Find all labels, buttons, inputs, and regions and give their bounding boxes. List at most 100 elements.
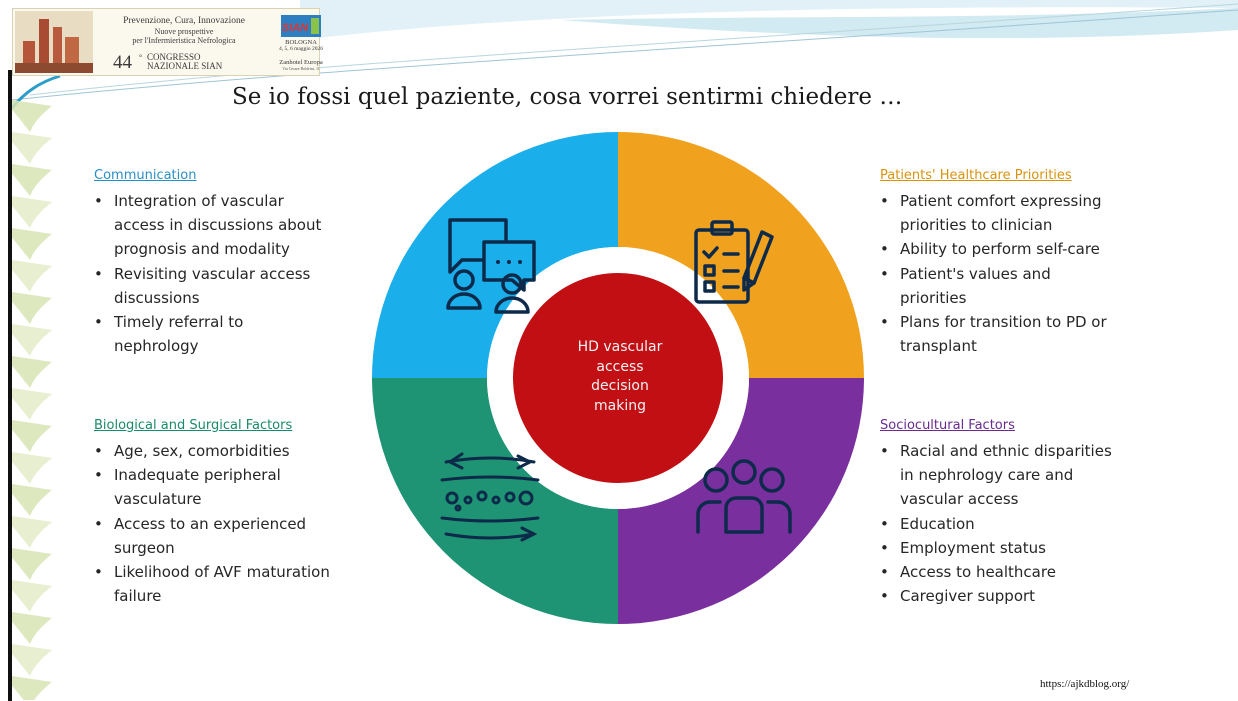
banner-title: Prevenzione, Cura, Innovazione: [123, 16, 245, 26]
bullet-line: Likelihood of AVF maturation: [114, 563, 330, 582]
banner-city: BOLOGNA: [285, 39, 317, 46]
sociocultural-list: Racial and ethnic disparities in nephrolo…: [876, 439, 1112, 609]
bullet-line: Integration of vascular: [114, 192, 284, 210]
biological-list: Age, sex, comorbiditiesInadequate periph…: [90, 439, 330, 608]
bullet-line: access in discussions about: [114, 216, 322, 235]
biological-quadrant: [372, 378, 618, 624]
ribbon-shape: [12, 324, 52, 356]
bullet-item: Racial and ethnic disparities in nephrolo…: [876, 439, 1112, 512]
priorities-heading: Patients' Healthcare Priorities: [880, 168, 1072, 183]
bullet-item: Access to healthcare: [876, 560, 1112, 584]
blood-flow-icon: [440, 452, 540, 542]
sociocultural-quadrant: [618, 378, 864, 624]
center-line: access: [596, 358, 644, 375]
ribbon-shape: [12, 388, 52, 420]
banner-hotel: Zanhotel Europa: [279, 59, 323, 66]
group-people-icon: [696, 459, 792, 534]
bullet-item: Timely referral to nephrology: [90, 310, 321, 358]
congress-label: CONGRESSO: [147, 52, 201, 62]
sian-logo: SIAN: [281, 15, 321, 37]
slide-title: Se io fossi quel paziente, cosa vorrei s…: [232, 84, 903, 110]
bologna-towers-icon: [15, 11, 93, 73]
bullet-line: Revisiting vascular access: [114, 264, 311, 283]
bullet-line: Patient comfort expressing: [900, 192, 1102, 210]
bullet-item: Patient comfort expressing priorities to …: [876, 189, 1107, 237]
bullet-item: Patient's values and priorities: [876, 262, 1107, 310]
bullet-line: Racial and ethnic disparities: [900, 442, 1112, 460]
bullet-item: Ability to perform self-care: [876, 237, 1107, 261]
bullet-item: Revisiting vascular access discussions: [90, 262, 321, 310]
biological-heading: Biological and Surgical Factors: [94, 418, 293, 433]
congress-national-label: NAZIONALE SIAN: [147, 61, 223, 71]
ribbon-shape: [12, 164, 52, 196]
banner-dates: 4, 5, 6 maggio 2026: [279, 46, 323, 52]
bullet-line: Employment status: [900, 538, 1046, 557]
center-line: decision: [591, 378, 649, 394]
ribbon-shape: [12, 676, 52, 700]
bullet-line: in nephrology care and: [900, 466, 1074, 485]
bullet-line: Education: [900, 514, 975, 533]
ribbon-shape: [12, 580, 52, 612]
ribbon-shape: [12, 644, 52, 676]
congress-number: 44: [113, 52, 132, 73]
ribbon-shape: [12, 612, 52, 644]
bullet-item: Inadequate peripheral vasculature: [90, 463, 330, 511]
ribbon-shape: [12, 228, 52, 260]
bullet-line: Access to an experienced: [114, 514, 307, 533]
bullet-line: priorities to clinician: [900, 216, 1053, 235]
banner-address: Via Cesare Boldrini, 11: [282, 66, 320, 71]
priorities-list: Patient comfort expressing priorities to …: [876, 189, 1107, 358]
center-disc: [513, 273, 723, 483]
bullet-line: vascular access: [900, 490, 1019, 509]
bullet-item: Integration of vascular access in discuss…: [90, 189, 321, 262]
chat-people-icon: [446, 218, 536, 314]
left-border-line: [8, 70, 12, 701]
bullet-item: Likelihood of AVF maturation failure: [90, 560, 330, 608]
center-line: HD vascular: [577, 339, 663, 355]
ribbon-shape: [12, 292, 52, 324]
ribbon-shape: [12, 196, 52, 228]
bullet-item: Age, sex, comorbidities: [90, 439, 330, 463]
bullet-item: Education: [876, 512, 1112, 536]
bullet-line: Timely referral to: [114, 313, 244, 332]
source-url: https://ajkdblog.org/: [1040, 678, 1130, 690]
bullet-line: Plans for transition to PD or: [900, 313, 1107, 332]
ribbon-shape: [12, 260, 52, 292]
bullet-item: Employment status: [876, 536, 1112, 560]
left-ribbon-decoration: [12, 100, 52, 700]
bullet-line: Ability to perform self-care: [900, 240, 1100, 259]
ribbon-shape: [12, 420, 52, 452]
bullet-line: Age, sex, comorbidities: [114, 442, 290, 460]
bullet-line: nephrology: [114, 337, 199, 356]
priorities-quadrant: [618, 132, 864, 378]
congress-banner: Prevenzione, Cura, Innovazione Nuove pro…: [12, 8, 323, 76]
center-line: making: [594, 397, 646, 414]
ribbon-shape: [12, 548, 52, 580]
bullet-line: failure: [114, 587, 162, 606]
bullet-line: Caregiver support: [900, 587, 1036, 606]
bullet-line: priorities: [900, 288, 967, 307]
banner-subtitle-2: per l'Infermieristica Nefrologica: [132, 36, 236, 45]
decision-wheel: [372, 132, 864, 624]
bullet-line: Inadequate peripheral: [114, 466, 281, 485]
congress-ordinal: °: [139, 53, 143, 62]
bullet-line: Access to healthcare: [900, 563, 1056, 582]
checklist-pen-icon: [694, 220, 774, 304]
communication-list: Integration of vascular access in discuss…: [90, 189, 321, 358]
bullet-item: Caregiver support: [876, 584, 1112, 608]
communication-heading: Communication: [94, 168, 197, 183]
svg-text:SIAN: SIAN: [282, 22, 309, 34]
bullet-line: prognosis and modality: [114, 240, 290, 259]
bullet-line: discussions: [114, 288, 200, 307]
center-label: HD vascular access decision making: [550, 338, 690, 416]
ribbon-shape: [12, 356, 52, 388]
bullet-line: vasculature: [114, 490, 202, 509]
ribbon-shape: [12, 516, 52, 548]
bullet-line: Patient's values and: [900, 264, 1051, 283]
ribbon-shape: [12, 452, 52, 484]
header-wave-decoration: [10, 0, 1238, 109]
ribbon-shape: [12, 100, 52, 132]
ribbon-shape: [12, 484, 52, 516]
